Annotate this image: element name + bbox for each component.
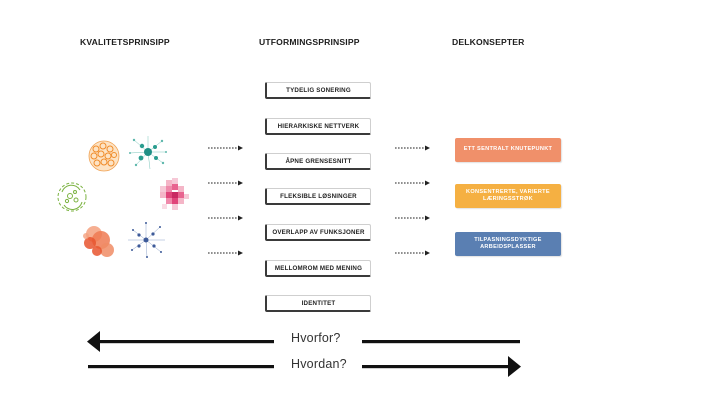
concept-label: KONSENTRERTE, VARIERTE LÆRINGSSTRØK bbox=[466, 188, 550, 203]
concept-adaptable-workplaces: TILPASNINGSDYKTIGE ARBEIDSPLASSER bbox=[455, 232, 561, 256]
dotted-arrows-right bbox=[395, 145, 430, 256]
dotted-arrows-left bbox=[208, 145, 243, 256]
concept-label: ETT SENTRALT KNUTEPUNKT bbox=[463, 146, 553, 153]
principle-box: OVERLAPP AV FUNKSJONER bbox=[265, 224, 371, 241]
column-header-design: UTFORMINGSPRINSIPP bbox=[259, 37, 360, 47]
principle-box: ÅPNE GRENSESNITT bbox=[265, 153, 371, 170]
how-label: Hvordan? bbox=[291, 357, 347, 371]
pink-pixel-cluster-icon bbox=[160, 178, 189, 210]
teal-network-icon bbox=[129, 136, 167, 170]
principle-box: HIERARKISKE NETTVERK bbox=[265, 118, 371, 135]
concept-central-hub: ETT SENTRALT KNUTEPUNKT bbox=[455, 138, 561, 162]
principle-box: IDENTITET bbox=[265, 295, 371, 312]
orange-cell-cluster-icon bbox=[88, 140, 120, 172]
principle-box: FLEKSIBLE LØSNINGER bbox=[265, 188, 371, 205]
principle-box: TYDELIG SONERING bbox=[265, 82, 371, 99]
column-header-subconcepts: DELKONSEPTER bbox=[452, 37, 525, 47]
concept-learning-streets: KONSENTRERTE, VARIERTE LÆRINGSSTRØK bbox=[455, 184, 561, 208]
red-bubble-cluster-icon bbox=[83, 226, 114, 257]
why-label: Hvorfor? bbox=[291, 331, 341, 345]
blue-node-network-icon bbox=[128, 222, 165, 258]
concept-label: TILPASNINGSDYKTIGE ARBEIDSPLASSER bbox=[474, 236, 542, 251]
principle-box: MELLOMROM MED MENING bbox=[265, 260, 371, 277]
green-cycle-icon bbox=[57, 182, 87, 212]
column-header-quality: KVALITETSPRINSIPP bbox=[80, 37, 170, 47]
